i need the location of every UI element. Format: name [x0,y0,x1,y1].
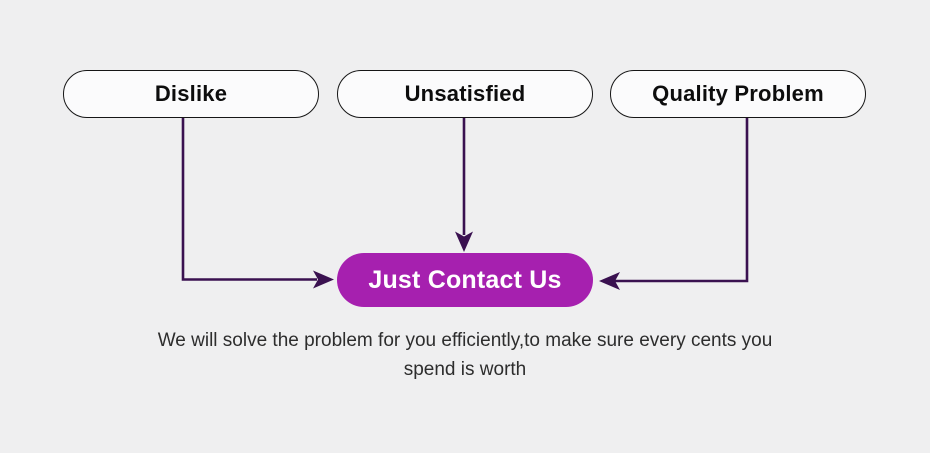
caption: We will solve the problem for you effici… [0,326,930,384]
node-dislike: Dislike [63,70,319,118]
just-contact-us-button[interactable]: Just Contact Us [337,253,593,307]
node-unsatisfied: Unsatisfied [337,70,593,118]
node-unsatisfied-label: Unsatisfied [404,81,526,106]
node-quality-problem: Quality Problem [610,70,866,118]
arrow-quality-problem-to-cta [599,118,749,290]
arrow-unsatisfied-to-cta [455,118,473,252]
caption-text: We will solve the problem for you effici… [157,330,773,380]
just-contact-us-label: Just Contact Us [368,265,562,294]
node-dislike-label: Dislike [154,81,228,106]
arrow-dislike-to-cta [181,118,334,289]
node-quality-problem-label: Quality Problem [652,81,824,106]
